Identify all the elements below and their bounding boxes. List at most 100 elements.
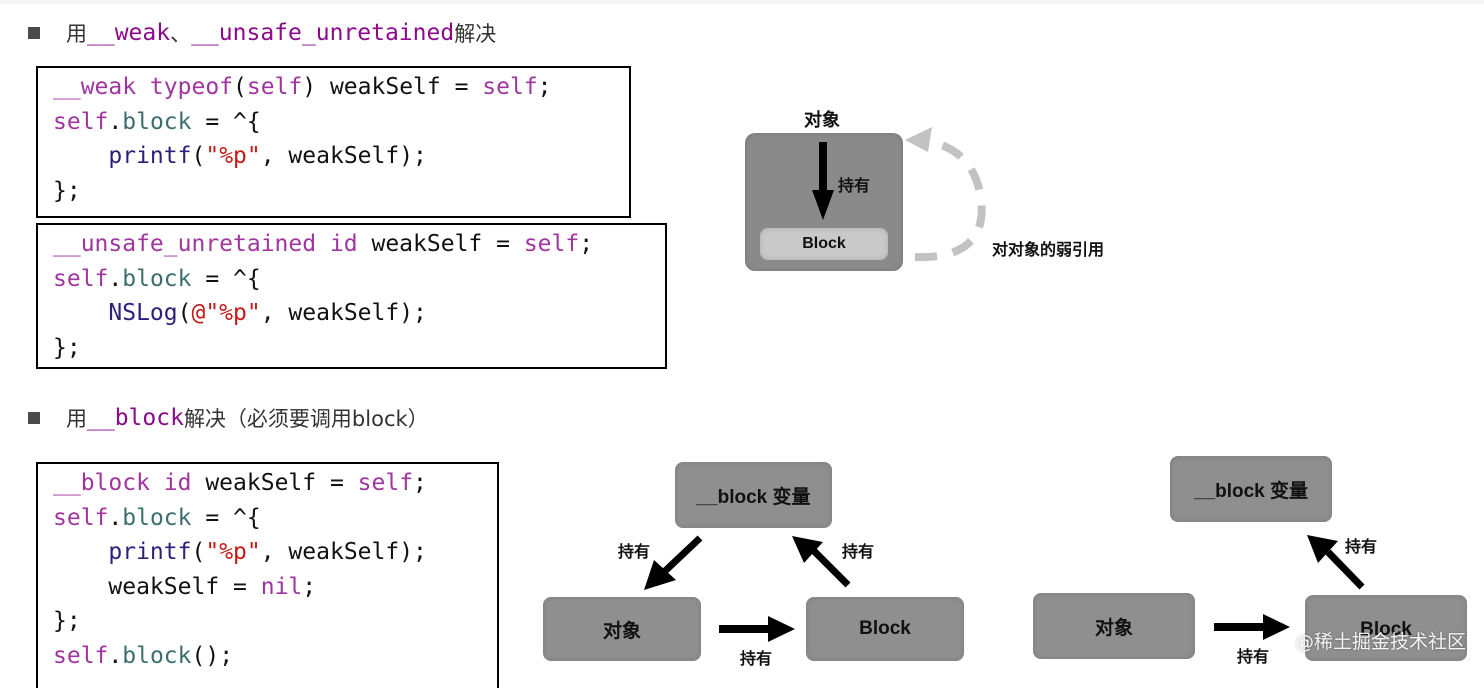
code-token: block bbox=[122, 265, 192, 292]
diagram1-arrows bbox=[812, 127, 986, 262]
code-token: self bbox=[53, 642, 109, 669]
code-token: (); bbox=[191, 642, 234, 669]
code-token: }; bbox=[53, 177, 81, 204]
hold-arrow-up-left-icon bbox=[1307, 535, 1365, 590]
code-token: weakSelf = bbox=[191, 470, 358, 496]
code-token: , weakSelf); bbox=[260, 143, 427, 169]
code-token: self bbox=[357, 470, 414, 496]
code-line: NSLog(@"%p", weakSelf); bbox=[53, 296, 665, 331]
code-token: weakSelf = bbox=[53, 573, 261, 600]
code-token: self bbox=[246, 74, 303, 100]
code-token: . bbox=[108, 642, 123, 669]
code-token: self bbox=[482, 74, 538, 100]
hold-label-bottom: 持有 bbox=[1237, 647, 1270, 666]
code-token: "%p" bbox=[205, 143, 261, 169]
diagram-weak-reference: 对象 持有 Block 对对象的弱引用 bbox=[720, 90, 1140, 290]
code-token: printf bbox=[53, 539, 192, 565]
block-variable-box: __block 变量 bbox=[675, 462, 832, 528]
code-token: block bbox=[122, 504, 192, 531]
code-token: weakSelf = bbox=[357, 231, 524, 257]
code-token: __weak typeof bbox=[53, 74, 234, 100]
weak-ref-arrowhead-icon bbox=[905, 127, 932, 152]
code-token: ( bbox=[191, 539, 206, 565]
object-title: 对象 bbox=[804, 110, 840, 131]
code-token: ; bbox=[579, 231, 594, 257]
code-token: ( bbox=[177, 300, 192, 326]
block-box: Block bbox=[806, 597, 964, 661]
code-token: = ^{ bbox=[191, 108, 261, 135]
hold-label-bottom: 持有 bbox=[740, 649, 773, 668]
block-variable-box: __block 变量 bbox=[1170, 456, 1332, 522]
object-box: 对象 bbox=[1033, 593, 1195, 659]
code-token: block bbox=[122, 642, 192, 669]
bullet-square-icon bbox=[28, 412, 40, 424]
object-box: 对象 bbox=[543, 597, 701, 661]
code-line: }; bbox=[53, 331, 665, 366]
watermark: @稀土掘金技术社区 bbox=[1294, 631, 1466, 653]
code-token: __unsafe_unretained id bbox=[53, 231, 358, 257]
code-line: printf("%p", weakSelf); bbox=[53, 535, 497, 570]
code-token: , weakSelf); bbox=[260, 539, 427, 565]
block-box: Block bbox=[760, 228, 888, 260]
code-token: , weakSelf); bbox=[260, 300, 427, 326]
hold-label-right: 持有 bbox=[1345, 537, 1378, 556]
code-token: self bbox=[53, 504, 109, 531]
top-divider bbox=[0, 0, 1484, 4]
code-line: self.block = ^{ bbox=[53, 262, 665, 297]
code-line: self.block(); bbox=[53, 639, 497, 674]
code-token: ; bbox=[302, 573, 317, 600]
hold-label-left: 持有 bbox=[618, 542, 651, 561]
block-box: Block bbox=[1305, 595, 1467, 661]
code-token: ; bbox=[413, 470, 427, 496]
code-line: }; bbox=[53, 174, 629, 209]
code-line: printf("%p", weakSelf); bbox=[53, 139, 629, 174]
hold-label-right: 持有 bbox=[842, 542, 875, 561]
hold-arrow-down-left-icon bbox=[644, 535, 703, 590]
heading-keyword-unsafe-unretained: __unsafe_unretained bbox=[191, 20, 455, 46]
code-token: @"%p" bbox=[191, 300, 261, 326]
heading-suffix: 解决 bbox=[454, 22, 497, 46]
code-token: self bbox=[523, 231, 580, 257]
heading-keyword-block: __block bbox=[87, 405, 184, 431]
code-token: . bbox=[108, 108, 123, 135]
code-token: "%p" bbox=[205, 539, 261, 565]
code-token: . bbox=[108, 504, 123, 531]
code-token: }; bbox=[53, 334, 81, 361]
hold-arrow-up-left-icon bbox=[792, 536, 851, 588]
code-token: }; bbox=[53, 608, 81, 634]
heading-prefix: 用 bbox=[66, 407, 87, 431]
diagram3-arrows bbox=[1214, 535, 1365, 640]
code-token: nil bbox=[260, 573, 303, 600]
code-token: self bbox=[53, 108, 109, 135]
code-line: }; bbox=[53, 604, 497, 639]
code-line: self.block = ^{ bbox=[53, 105, 629, 140]
hold-arrow-right-icon bbox=[719, 616, 795, 642]
heading-keyword-weak: __weak bbox=[87, 20, 171, 46]
code-token: ) weakSelf = bbox=[302, 74, 483, 100]
diagram-block-cycle: __block 变量 对象 Block 持有 持有 持有 bbox=[530, 450, 980, 674]
code-token: = ^{ bbox=[191, 265, 261, 292]
code-line: weakSelf = nil; bbox=[53, 570, 497, 605]
code-block-block: __block id weakSelf = self;self.block = … bbox=[36, 462, 499, 688]
code-block-unsafe-unretained: __unsafe_unretained id weakSelf = self;s… bbox=[36, 223, 667, 369]
section-heading-weak: 用 __weak 、 __unsafe_unretained 解决 bbox=[28, 18, 496, 48]
hold-label: 持有 bbox=[838, 176, 871, 195]
code-line: __unsafe_unretained id weakSelf = self; bbox=[53, 227, 665, 262]
heading-suffix: 解决（必须要调用block） bbox=[183, 407, 429, 431]
diagram-block-broken-cycle: __block 变量 对象 Block 持有 持有 bbox=[1020, 445, 1484, 674]
diagram2-arrows bbox=[644, 535, 851, 642]
code-block-weak: __weak typeof(self) weakSelf = self;self… bbox=[36, 66, 631, 218]
hold-arrow-right-icon bbox=[1214, 614, 1290, 640]
heading-separator: 、 bbox=[170, 22, 192, 46]
weak-ref-label: 对对象的弱引用 bbox=[992, 240, 1105, 259]
code-token: ( bbox=[191, 143, 206, 169]
code-line: __block id weakSelf = self; bbox=[53, 466, 497, 501]
code-line: __weak typeof(self) weakSelf = self; bbox=[53, 70, 629, 105]
code-token: printf bbox=[53, 143, 192, 169]
code-token: __block id bbox=[53, 470, 192, 496]
code-token: = ^{ bbox=[191, 504, 261, 531]
code-token: block bbox=[122, 108, 192, 135]
bullet-square-icon bbox=[28, 27, 40, 39]
weak-ref-dashed-arrow-icon bbox=[914, 138, 986, 262]
code-token: NSLog bbox=[53, 300, 178, 326]
